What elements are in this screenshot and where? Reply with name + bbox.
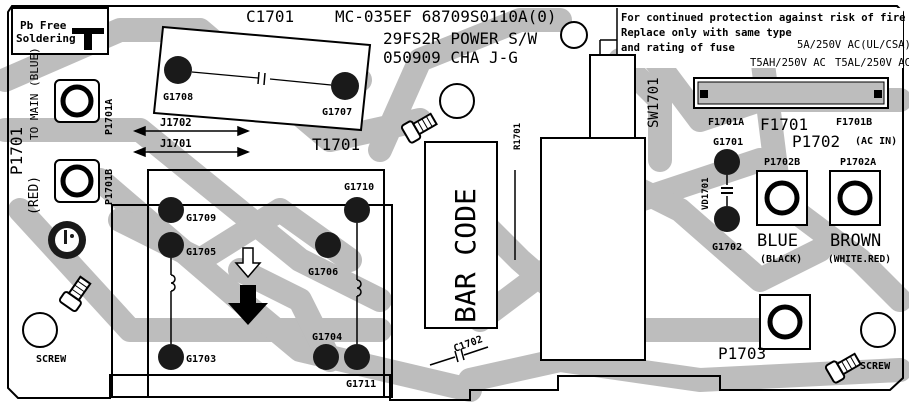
label-screw-left: SCREW — [36, 354, 67, 365]
warning-line3: and rating of fuse — [621, 42, 735, 54]
coil-right — [356, 223, 362, 344]
label-blue: BLUE — [757, 231, 798, 251]
pb-free-line2: Soldering — [16, 32, 76, 45]
label-t1701: T1701 — [312, 135, 360, 154]
label-sw1701: SW1701 — [646, 77, 662, 128]
jumper-j1702 — [132, 125, 251, 137]
screw-icon — [824, 352, 862, 384]
jumper-j1701 — [132, 146, 251, 158]
label-p1702a: P1702A — [840, 157, 876, 168]
fuse-rating-right: T5AL/250V AC — [835, 57, 909, 69]
mount-hole-1 — [439, 83, 475, 119]
arrow-down-outline-icon — [234, 247, 262, 279]
connector-p1703 — [759, 294, 811, 350]
mount-hole-left — [22, 312, 58, 348]
warning-line1: For continued protection against risk of… — [621, 12, 905, 24]
label-p1703: P1703 — [718, 344, 766, 363]
board-id: MC-035EF 68709S0110A(0) — [335, 7, 557, 26]
label-white-red: (WHITE.RED) — [828, 254, 891, 265]
solder-iron-icon — [72, 28, 104, 50]
mount-hole-top — [560, 21, 588, 49]
label-r1701: R1701 — [513, 123, 523, 150]
arrow-down-solid-icon — [228, 285, 268, 325]
varistor-vd1701 — [714, 149, 740, 232]
label-j1701: J1701 — [160, 138, 192, 150]
connector-p1702a — [829, 170, 881, 226]
screw-icon — [400, 112, 438, 144]
label-red: (RED) — [27, 176, 42, 215]
label-g1709: G1709 — [186, 213, 216, 224]
label-j1702: J1702 — [160, 117, 192, 129]
label-c1701: C1701 — [246, 7, 294, 26]
label-to-main-blue: TO MAIN (BLUE) — [28, 47, 41, 140]
fuse-f1701 — [693, 77, 889, 109]
switch-neck — [589, 54, 636, 139]
switch-body — [540, 137, 646, 361]
label-p1702b: P1702B — [764, 157, 800, 168]
coil-left — [170, 258, 176, 344]
barcode-box — [424, 141, 498, 329]
label-g1708: G1708 — [163, 92, 193, 103]
label-p1702-ac-in: (AC IN) — [855, 136, 897, 147]
fuse-warning: For continued protection against risk of… — [599, 8, 909, 69]
label-g1711: G1711 — [346, 379, 376, 390]
barcode-label: BAR CODE — [449, 188, 482, 323]
board-date: 050909 CHA J-G — [383, 48, 518, 67]
label-g1701: G1701 — [713, 137, 743, 148]
connector-p1702b — [756, 170, 808, 226]
label-f1701b: F1701B — [836, 117, 872, 128]
label-g1710: G1710 — [344, 182, 374, 193]
label-g1702: G1702 — [712, 242, 742, 253]
pb-free-mark: Pb Free Soldering — [11, 7, 109, 55]
mount-hole-right — [860, 312, 896, 348]
label-g1707: G1707 — [322, 107, 352, 118]
label-g1704: G1704 — [312, 332, 342, 343]
label-screw-right: SCREW — [860, 361, 891, 372]
pb-free-line1: Pb Free — [20, 19, 67, 32]
label-brown: BROWN — [830, 231, 881, 251]
board-title: 29FS2R POWER S/W — [383, 29, 537, 48]
label-p1701b: P1701B — [104, 169, 115, 205]
label-p1701a: P1701A — [104, 99, 115, 135]
connector-p1701b — [54, 159, 100, 203]
ground-pads — [158, 197, 370, 370]
connector-p1701a — [54, 79, 100, 123]
heatsink-outline — [111, 204, 393, 398]
label-vd1701: VD1701 — [701, 177, 711, 210]
label-black: (BLACK) — [760, 254, 802, 265]
lg-logo — [48, 221, 86, 259]
label-g1705: G1705 — [186, 247, 216, 258]
label-f1701a: F1701A — [708, 117, 744, 128]
warning-line2: Replace only with same type — [621, 27, 792, 39]
fuse-rating-left: T5AH/250V AC — [750, 57, 826, 69]
label-p1701: P1701 — [7, 127, 26, 175]
capacitor-c1701 — [152, 25, 372, 132]
label-p1702: P1702 — [792, 132, 840, 151]
label-g1703: G1703 — [186, 354, 216, 365]
screw-icon — [58, 275, 92, 313]
board-outline — [7, 5, 904, 401]
label-c1702: C1702 — [452, 334, 484, 355]
fuse-rating-line1: 5A/250V AC(UL/CSA) — [797, 39, 909, 51]
label-f1701: F1701 — [760, 115, 808, 134]
capacitor-c1702 — [429, 346, 489, 366]
label-g1706: G1706 — [308, 267, 338, 278]
